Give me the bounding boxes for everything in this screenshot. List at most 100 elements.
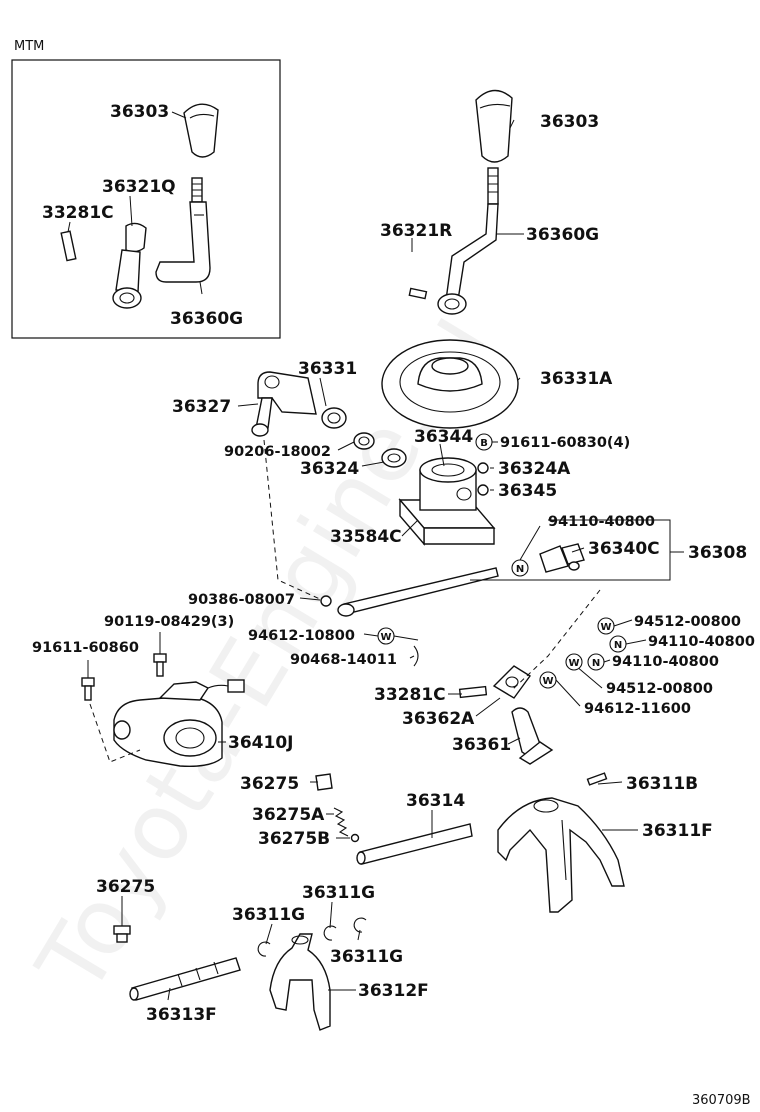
snap-ring-2 — [323, 925, 337, 941]
callout-90119-08429: 90119-08429(3) — [104, 614, 234, 630]
plug-36275-lower — [113, 925, 131, 943]
callout-36314: 36314 — [406, 791, 465, 811]
callout-36340c: 36340C — [588, 539, 660, 559]
callout-94512-00800-a: 94512-00800 — [634, 614, 741, 630]
guide-line-rod — [511, 589, 601, 691]
shift-rod — [337, 567, 499, 617]
callout-36331: 36331 — [298, 359, 357, 379]
svg-text:W: W — [542, 676, 553, 687]
callout-36311g-a: 36311G — [302, 883, 375, 903]
callout-36275b: 36275B — [258, 829, 330, 849]
figure-code: 360709B — [692, 1093, 751, 1108]
callout-36311f: 36311F — [642, 821, 713, 841]
callout-33281c-inset: 33281C — [42, 203, 114, 223]
washer-90206 — [353, 432, 375, 450]
shift-boot — [381, 339, 519, 429]
callout-36324a: 36324A — [498, 459, 571, 479]
pin-33281c — [458, 685, 488, 699]
shift-shaft-36313f — [129, 957, 241, 1001]
callout-94110-40800-c: 94110-40800 — [612, 654, 719, 670]
marker-n-2: N — [609, 635, 627, 653]
snap-ring-3 — [353, 917, 367, 933]
callout-90468-14011: 90468-14011 — [290, 652, 397, 668]
callout-36303-right: 36303 — [540, 112, 599, 132]
pin-right — [408, 287, 428, 300]
pin-36311b — [586, 772, 608, 786]
shift-fork-36312f — [269, 933, 331, 1031]
svg-text:N: N — [592, 658, 600, 669]
marker-w-2: W — [597, 617, 615, 635]
callout-36361: 36361 — [452, 735, 511, 755]
shift-housing-36410j — [113, 679, 245, 768]
seat-36324 — [381, 448, 407, 468]
bolt-91611-60860 — [81, 677, 95, 701]
shift-shaft-36314 — [356, 823, 473, 865]
plug-36275-upper — [315, 773, 333, 791]
ball-36275b — [350, 833, 360, 843]
svg-text:W: W — [380, 632, 391, 643]
snap-ring-1 — [257, 941, 271, 957]
callout-94110-40800-b: 94110-40800 — [648, 634, 755, 650]
svg-text:B: B — [480, 438, 488, 449]
marker-w-3: W — [565, 653, 583, 671]
callout-36321q: 36321Q — [102, 177, 176, 197]
callout-90206-18002: 90206-18002 — [224, 444, 331, 460]
svg-text:N: N — [516, 564, 524, 575]
shift-lever-right — [437, 167, 499, 315]
callout-36360g-right: 36360G — [526, 225, 599, 245]
marker-n-1: N — [511, 559, 529, 577]
callout-36344: 36344 — [414, 427, 473, 447]
callout-36275-lower: 36275 — [96, 877, 155, 897]
callout-36311b: 36311B — [626, 774, 698, 794]
shift-knob-right — [475, 89, 513, 163]
bushing — [321, 407, 347, 429]
mtm-inset-frame — [11, 59, 281, 339]
shift-fork-36311f — [497, 797, 625, 913]
callout-36313f: 36313F — [146, 1005, 217, 1025]
callout-36308: 36308 — [688, 543, 747, 563]
nut-90386 — [320, 595, 332, 607]
callout-36360g-inset: 36360G — [170, 309, 243, 329]
callout-36362a: 36362A — [402, 709, 475, 729]
callout-36324: 36324 — [300, 459, 359, 479]
callout-33281c: 33281C — [374, 685, 446, 705]
callout-36312f: 36312F — [358, 981, 429, 1001]
callout-36327: 36327 — [172, 397, 231, 417]
svg-text:W: W — [568, 658, 579, 669]
callout-94512-00800-b: 94512-00800 — [606, 681, 713, 697]
spring-36275a — [333, 807, 349, 837]
shift-inner-lever-36362a — [492, 665, 532, 699]
control-shaft-lever — [539, 543, 585, 573]
marker-w-1: W — [377, 627, 395, 645]
callout-36410j: 36410J — [228, 733, 293, 753]
svg-text:N: N — [614, 640, 622, 651]
bolt-36345 — [477, 484, 489, 496]
callout-36303-inset: 36303 — [110, 102, 169, 122]
shift-lever-inset — [155, 177, 211, 283]
callout-36311g-b: 36311G — [232, 905, 305, 925]
callout-33584c: 33584C — [330, 527, 402, 547]
shift-knob-inset — [183, 103, 219, 158]
callout-94110-40800-a: 94110-40800 — [548, 514, 655, 530]
shift-lever-housing — [398, 457, 496, 546]
callout-36331a: 36331A — [540, 369, 613, 389]
callout-36345: 36345 — [498, 481, 557, 501]
pin-inset — [60, 230, 77, 262]
callout-94612-10800: 94612-10800 — [248, 628, 355, 644]
callout-36275a: 36275A — [252, 805, 325, 825]
callout-94612-11600: 94612-11600 — [584, 701, 691, 717]
lever-seat-inset — [112, 222, 147, 309]
bolt-36324a — [477, 462, 489, 474]
marker-n-3: N — [587, 653, 605, 671]
callout-36321r: 36321R — [380, 221, 452, 241]
callout-90386-08007: 90386-08007 — [188, 592, 295, 608]
variant-caption: MTM — [14, 39, 44, 54]
svg-text:W: W — [600, 622, 611, 633]
bolt-90119 — [153, 653, 167, 677]
guide-line-bolt — [89, 703, 141, 763]
callout-91611-60830: 91611-60830(4) — [500, 435, 630, 451]
callout-36275-upper: 36275 — [240, 774, 299, 794]
callout-36311g-c: 36311G — [330, 947, 403, 967]
callout-91611-60860: 91611-60860 — [32, 640, 139, 656]
